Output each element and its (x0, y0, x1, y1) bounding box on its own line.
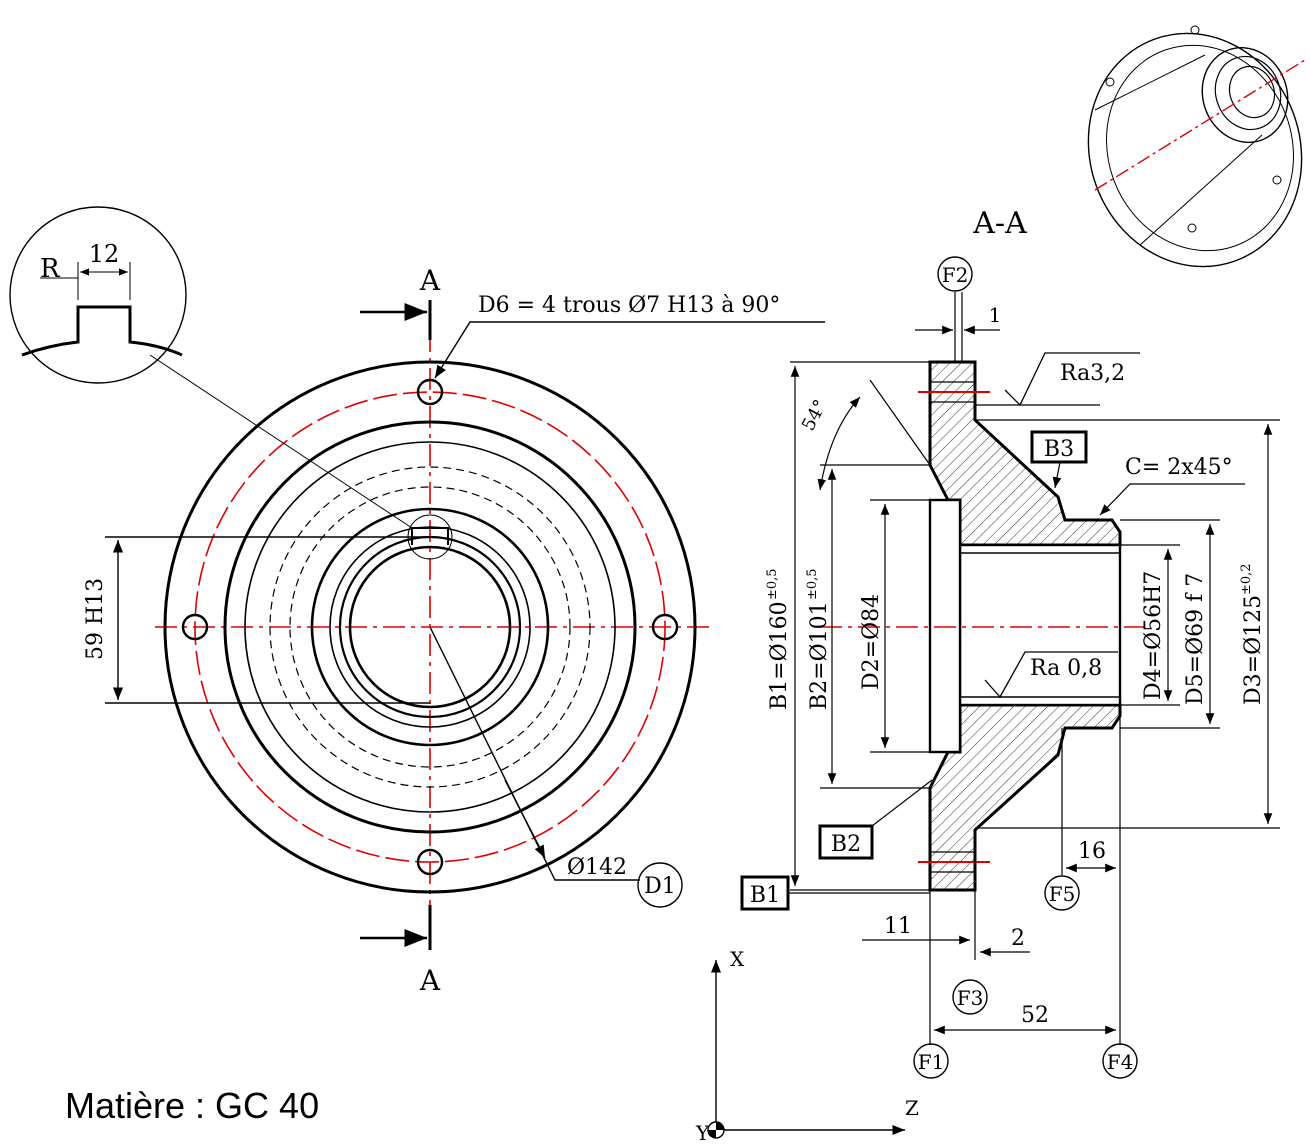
axis-x-label: X (730, 947, 745, 971)
svg-text:D3=Ø125: D3=Ø125 (1241, 595, 1266, 705)
svg-text:B2=Ø101: B2=Ø101 (807, 601, 832, 710)
bubble-f4-label: F4 (1107, 1050, 1134, 1074)
material-note: Matière : GC 40 (65, 1085, 319, 1126)
dim-11: 11 (884, 914, 912, 939)
bubble-f5 (1044, 875, 1080, 911)
dim-b2: B2=Ø101 ±0,5 (805, 568, 832, 710)
box-b2 (818, 824, 874, 860)
holes-note: D6 = 4 trous Ø7 H13 à 90° (478, 293, 780, 318)
detail-width-label: 12 (89, 240, 120, 268)
hole-bottom (416, 848, 444, 876)
bubble-f1-label: F1 (918, 1050, 945, 1074)
bubble-f2-label: F2 (942, 263, 969, 287)
box-b1 (740, 875, 790, 911)
dim-1: 1 (989, 303, 1002, 327)
chamfer-note: C= 2x45° (1125, 455, 1233, 480)
dim-d4: D4=Ø56H7 (1141, 571, 1166, 700)
box-b3 (1030, 430, 1088, 464)
bubble-f2 (937, 256, 973, 292)
section-letter-top: A (419, 264, 441, 297)
dim-142: Ø142 (567, 855, 627, 880)
dim-d5: D5=Ø69 f 7 (1183, 573, 1208, 705)
detail-r-label: R (40, 254, 61, 284)
bubble-d1 (637, 862, 683, 908)
front-view (105, 300, 825, 950)
svg-text:±0,5: ±0,5 (805, 568, 820, 600)
section-letter-bottom: A (419, 964, 441, 997)
hole-top (416, 378, 444, 406)
detail-view (9, 206, 413, 529)
svg-text:±0,2: ±0,2 (1239, 563, 1254, 595)
dim-d2: D2=Ø84 (859, 594, 884, 690)
box-b3-label: B3 (1044, 437, 1074, 462)
svg-text:±0,5: ±0,5 (765, 568, 780, 600)
bubble-f5-label: F5 (1049, 882, 1076, 906)
box-b1-label: B1 (750, 883, 780, 908)
hole-right (651, 613, 679, 641)
dim-16: 16 (1078, 839, 1106, 864)
hole-left (181, 613, 209, 641)
dim-59-h13: 59 H13 (83, 578, 108, 660)
dim-d3: D3=Ø125 ±0,2 (1239, 563, 1266, 705)
axis-z-label: Z (905, 1096, 919, 1120)
dim-angle: 54° (798, 396, 832, 434)
dim-2: 2 (1011, 926, 1025, 951)
bubble-f4 (1102, 1043, 1138, 1079)
roughness-top: Ra3,2 (1060, 361, 1125, 386)
surface-bubbles (637, 256, 1138, 1079)
bubble-d1-label: D1 (644, 874, 676, 899)
bubble-f1 (913, 1043, 949, 1079)
svg-text:B1=Ø160: B1=Ø160 (767, 601, 792, 710)
dim-52: 52 (1021, 1003, 1049, 1028)
dim-b1: B1=Ø160 ±0,5 (765, 568, 792, 710)
coordinate-system (707, 960, 905, 1139)
bubble-f3-label: F3 (957, 986, 984, 1010)
section-title: A-A (972, 206, 1027, 241)
isometric-sketch (1087, 25, 1306, 268)
axis-y-label: Y (695, 1121, 710, 1144)
datum-boxes (740, 430, 1088, 911)
section-view (788, 292, 1280, 1045)
roughness-bore: Ra 0,8 (1030, 656, 1102, 681)
bubble-f3 (952, 979, 988, 1015)
box-b2-label: B2 (831, 832, 861, 857)
